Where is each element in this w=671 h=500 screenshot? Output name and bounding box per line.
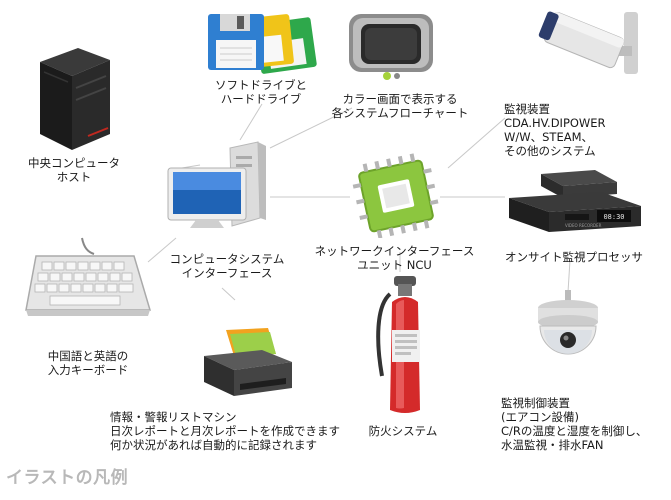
- drives-label: ソフトドライブと ハードドライブ: [215, 78, 307, 106]
- link-monitor: [269, 107, 353, 149]
- control-label: 監視制御装置 (エアコン設備) C/Rの温度と湿度を制御し、 水温監視・排水FA…: [501, 396, 648, 452]
- keyboard-label: 中国語と英語の 入力キーボード: [47, 349, 129, 377]
- keyboard-icon: [22, 234, 157, 320]
- network-chip-icon: [350, 152, 442, 239]
- legend-title: イラストの凡例: [6, 468, 129, 488]
- server-tower-icon: [30, 40, 120, 155]
- fire-extinguisher-icon: [370, 272, 440, 418]
- link-keyboard: [147, 237, 177, 263]
- security-camera-icon: [538, 6, 648, 94]
- host-label: 中央コンピュータ ホスト: [28, 156, 120, 184]
- printer-label: 情報・警報リストマシン 日次レポートと月次レポートを作成できます 何か状況があれ…: [110, 410, 340, 452]
- crt-monitor-icon: [345, 10, 437, 84]
- recorder-brand-text: VIDEO RECORDER: [565, 223, 602, 228]
- link-surveillance: [447, 117, 506, 169]
- recorder-display-text: 08:30: [603, 213, 624, 221]
- printer-icon: [192, 326, 300, 406]
- link-control: [567, 259, 571, 293]
- link-drives: [239, 103, 263, 141]
- dome-camera-icon: [532, 290, 604, 386]
- monitor-label: カラー画面で表示する 各システムフローチャート: [331, 92, 469, 120]
- link-printer: [221, 287, 236, 301]
- onsite-processor-label: オンサイト監視プロセッサ: [505, 250, 643, 264]
- computer-icon: [160, 140, 275, 232]
- floppy-disks-icon: [200, 6, 325, 78]
- ncu-label: ネットワークインターフェース ユニット NCU: [314, 244, 475, 272]
- surveillance-system-label: 監視装置 CDA.HV.DIPOWER W/W、STEAM、 その他のシステム: [504, 102, 606, 158]
- fire-label: 防火システム: [368, 424, 438, 438]
- interface-label: コンピュータシステム インターフェース: [169, 252, 285, 280]
- video-recorder-icon: 08:30 VIDEO RECORDER: [505, 168, 645, 240]
